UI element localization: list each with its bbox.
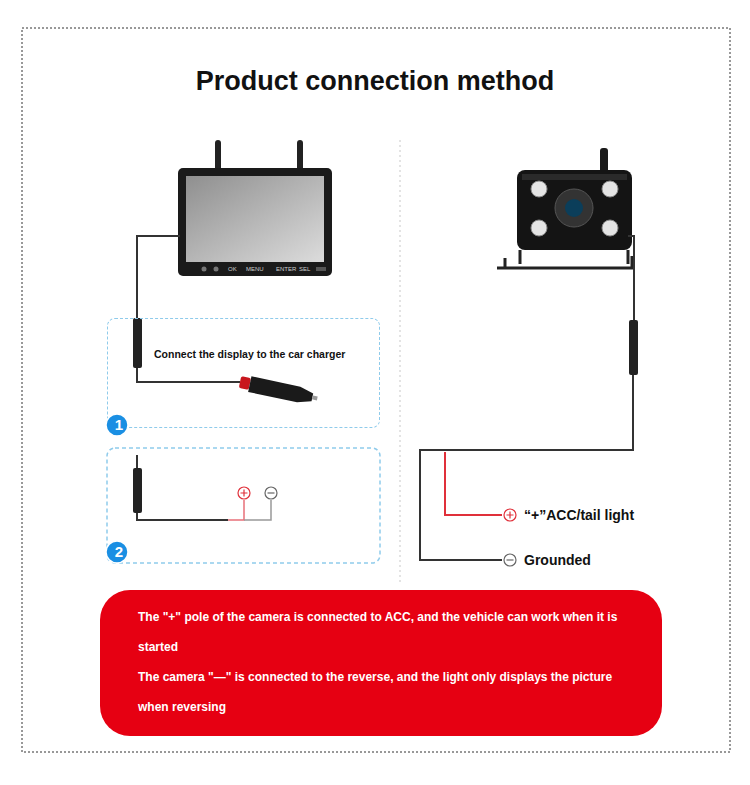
wire-label: Grounded: [524, 551, 591, 569]
dashed-panel: [107, 448, 380, 563]
camera: [497, 148, 632, 268]
plug-connector: [133, 318, 142, 368]
step-number: 1: [105, 413, 133, 439]
note-text: The "+" pole of the camera is connected …: [138, 602, 638, 662]
button-label: SEL: [299, 265, 310, 273]
minus-symbol: [265, 487, 277, 499]
step-number: 2: [105, 540, 133, 566]
positive-wire: [445, 452, 502, 515]
led: [531, 220, 547, 236]
monitor-body: [178, 168, 332, 276]
instruction-text: Connect the display to the car charger: [154, 348, 345, 360]
charger-tip: [312, 395, 318, 400]
ground-wire: [420, 375, 633, 560]
led: [602, 220, 618, 236]
minus-symbol: [504, 554, 516, 566]
cable: [137, 513, 228, 520]
page-border: [22, 28, 730, 752]
mount-bracket: [497, 250, 632, 268]
car-charger: [238, 374, 319, 406]
plus-symbol: [504, 509, 516, 521]
note-text: The camera "—" is connected to the rever…: [138, 662, 638, 722]
button-label: OK: [228, 265, 237, 273]
button: [202, 267, 207, 272]
banner-fill: [100, 590, 662, 736]
plus-symbol: [238, 487, 250, 499]
cable: [137, 368, 240, 382]
lens-glass: [565, 199, 583, 217]
callout-number: 1: [105, 413, 133, 437]
monitor: [178, 140, 332, 276]
button: [316, 267, 326, 271]
led: [602, 181, 618, 197]
cable: [137, 236, 180, 318]
monitor-screen: [186, 176, 324, 262]
negative-wire: [244, 500, 271, 520]
cable: [136, 455, 138, 468]
led: [531, 181, 547, 197]
plug-connector: [133, 468, 142, 513]
positive-wire: [228, 500, 244, 520]
cable: [628, 236, 634, 320]
camera-visor: [522, 174, 627, 180]
button: [214, 267, 219, 272]
wire-label: “+”ACC/tail light: [524, 506, 634, 524]
callout-number: 2: [105, 540, 133, 564]
antenna: [215, 140, 221, 172]
dashed-panel: Connect the display to the car charger: [107, 318, 380, 428]
note-banner: The "+" pole of the camera is connected …: [100, 590, 662, 736]
title: Product connection method: [0, 66, 750, 97]
lens: [555, 189, 593, 227]
divider: [400, 140, 401, 585]
camera-body: [517, 170, 632, 250]
antenna: [297, 140, 303, 172]
button-label: ENTER: [276, 265, 296, 273]
button-label: MENU: [246, 265, 264, 273]
charger-body: [248, 376, 314, 405]
plug-connector: [629, 320, 638, 375]
